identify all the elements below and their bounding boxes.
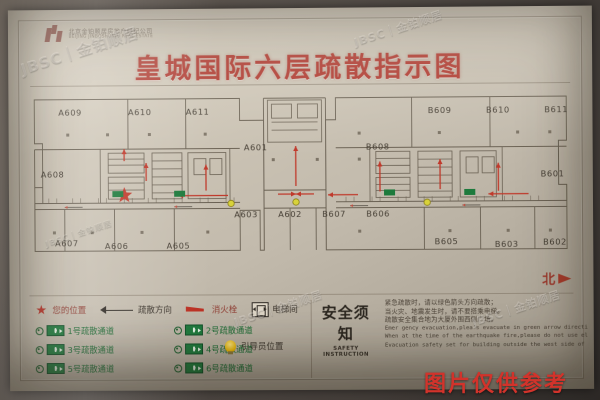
safety-notice-heading: 安全须知 SAFETY INSTRUCTION (315, 302, 377, 358)
room-label: B611 (544, 104, 568, 114)
bullet-icon (35, 326, 44, 335)
floor-plan: A609 A610 A611 A608 A607 A606 A605 A601 … (28, 88, 573, 287)
legend-elevator: 电梯间 (251, 301, 298, 317)
left-arrow-icon (100, 305, 134, 314)
legend-label: 6号疏散通道 (206, 362, 253, 373)
company-logo-mark (44, 24, 64, 45)
legend-evacuation-direction: 疏散方向 (100, 304, 172, 316)
room-label: A610 (128, 107, 152, 117)
exit-sign-icon (185, 343, 204, 355)
legend-passage-1: 1号疏散通道 (35, 321, 168, 341)
legend-passage-6: 6号疏散通道 (174, 358, 307, 378)
elevator-icon (251, 301, 269, 317)
room-label: B602 (543, 236, 567, 246)
legend-label: 3号疏散通道 (67, 344, 115, 355)
legend-symbol-row: ★ 您的位置 疏散方向 消火栓 电梯间 (35, 298, 312, 321)
room-label: B601 (541, 168, 565, 178)
legend-guide-position: 引导员位置 (224, 340, 284, 353)
room-label: B607 (322, 209, 346, 219)
legend-passage-5: 5号疏散通道 (35, 359, 168, 379)
room-label: B610 (486, 104, 510, 114)
room-label: A609 (58, 108, 82, 118)
notice-en-line: Evacuation safety set for building outsi… (384, 341, 585, 349)
room-label: A602 (278, 209, 302, 219)
legend-label: 您的位置 (52, 306, 87, 317)
exit-sign-icon (46, 362, 65, 375)
reference-only-stamp: 图片仅供参考 (424, 372, 569, 397)
room-label: A607 (55, 238, 79, 248)
page-title: 皇城国际六层疏散指示图 (134, 51, 465, 86)
fire-hydrant-icon (186, 305, 208, 313)
room-label: B605 (435, 236, 459, 246)
evacuation-plan-sign-board: 北京金铂顺居房地产经纪公司 BEIJING JINBOSHUNJU REAL E… (8, 6, 594, 392)
room-label: A601 (244, 142, 268, 152)
legend-fire-hydrant: 消火栓 (186, 303, 237, 315)
legend-label: 5号疏散通道 (67, 363, 115, 374)
bullet-icon (174, 345, 183, 354)
legend-label: 2号疏散通道 (205, 324, 253, 335)
exit-sign-icon (46, 325, 65, 337)
bullet-icon (35, 364, 44, 373)
red-star-icon: ★ (35, 302, 48, 318)
notice-en-line: When at the time of the earthquake fire,… (384, 332, 588, 340)
room-label: A606 (105, 241, 129, 251)
safety-notice-text: 紧急疏散时，请以绿色箭头方向疏散； 当火灾、地震发生时，请不要搭乘电梯。 疏散安… (384, 298, 588, 350)
legend-label: 消火栓 (211, 305, 238, 316)
north-compass: 北 (542, 269, 572, 288)
legend-label: 疏散方向 (137, 305, 172, 316)
north-label: 北 (542, 272, 556, 288)
exit-sign-icon (185, 362, 204, 374)
legend-label: 电梯间 (272, 305, 298, 316)
exit-sign-icon (184, 324, 203, 336)
room-label: A608 (41, 170, 65, 180)
room-label: B606 (366, 208, 390, 218)
company-logo: 北京金铂顺居房地产经纪公司 BEIJING JINBOSHUNJU REAL E… (44, 21, 153, 48)
room-label: A603 (234, 209, 258, 219)
legend-label: 引导员位置 (240, 342, 284, 353)
north-arrow-icon (558, 273, 572, 284)
room-label: B603 (495, 239, 519, 249)
room-label: B608 (366, 141, 390, 151)
legend-label: 1号疏散通道 (67, 325, 115, 336)
exit-sign-icon (46, 344, 65, 356)
bullet-icon (173, 326, 182, 335)
guide-bulb-icon (224, 340, 236, 353)
legend-passage-3: 3号疏散通道 (35, 340, 168, 360)
room-label: B609 (428, 105, 452, 115)
legend-passage-2: 2号疏散通道 (173, 320, 307, 340)
room-label: A605 (167, 241, 191, 251)
bullet-icon (35, 345, 44, 354)
legend-your-location: ★ 您的位置 (35, 302, 87, 318)
legend-panel: ★ 您的位置 疏散方向 消火栓 电梯间 (29, 296, 313, 383)
company-name-en: BEIJING JINBOSHUNJU REAL ESTATE (68, 34, 154, 40)
room-label: A611 (186, 107, 210, 117)
bullet-icon (174, 363, 183, 373)
notice-title-en: SAFETY INSTRUCTION (323, 345, 369, 358)
notice-title-cn: 安全须知 (321, 303, 370, 343)
